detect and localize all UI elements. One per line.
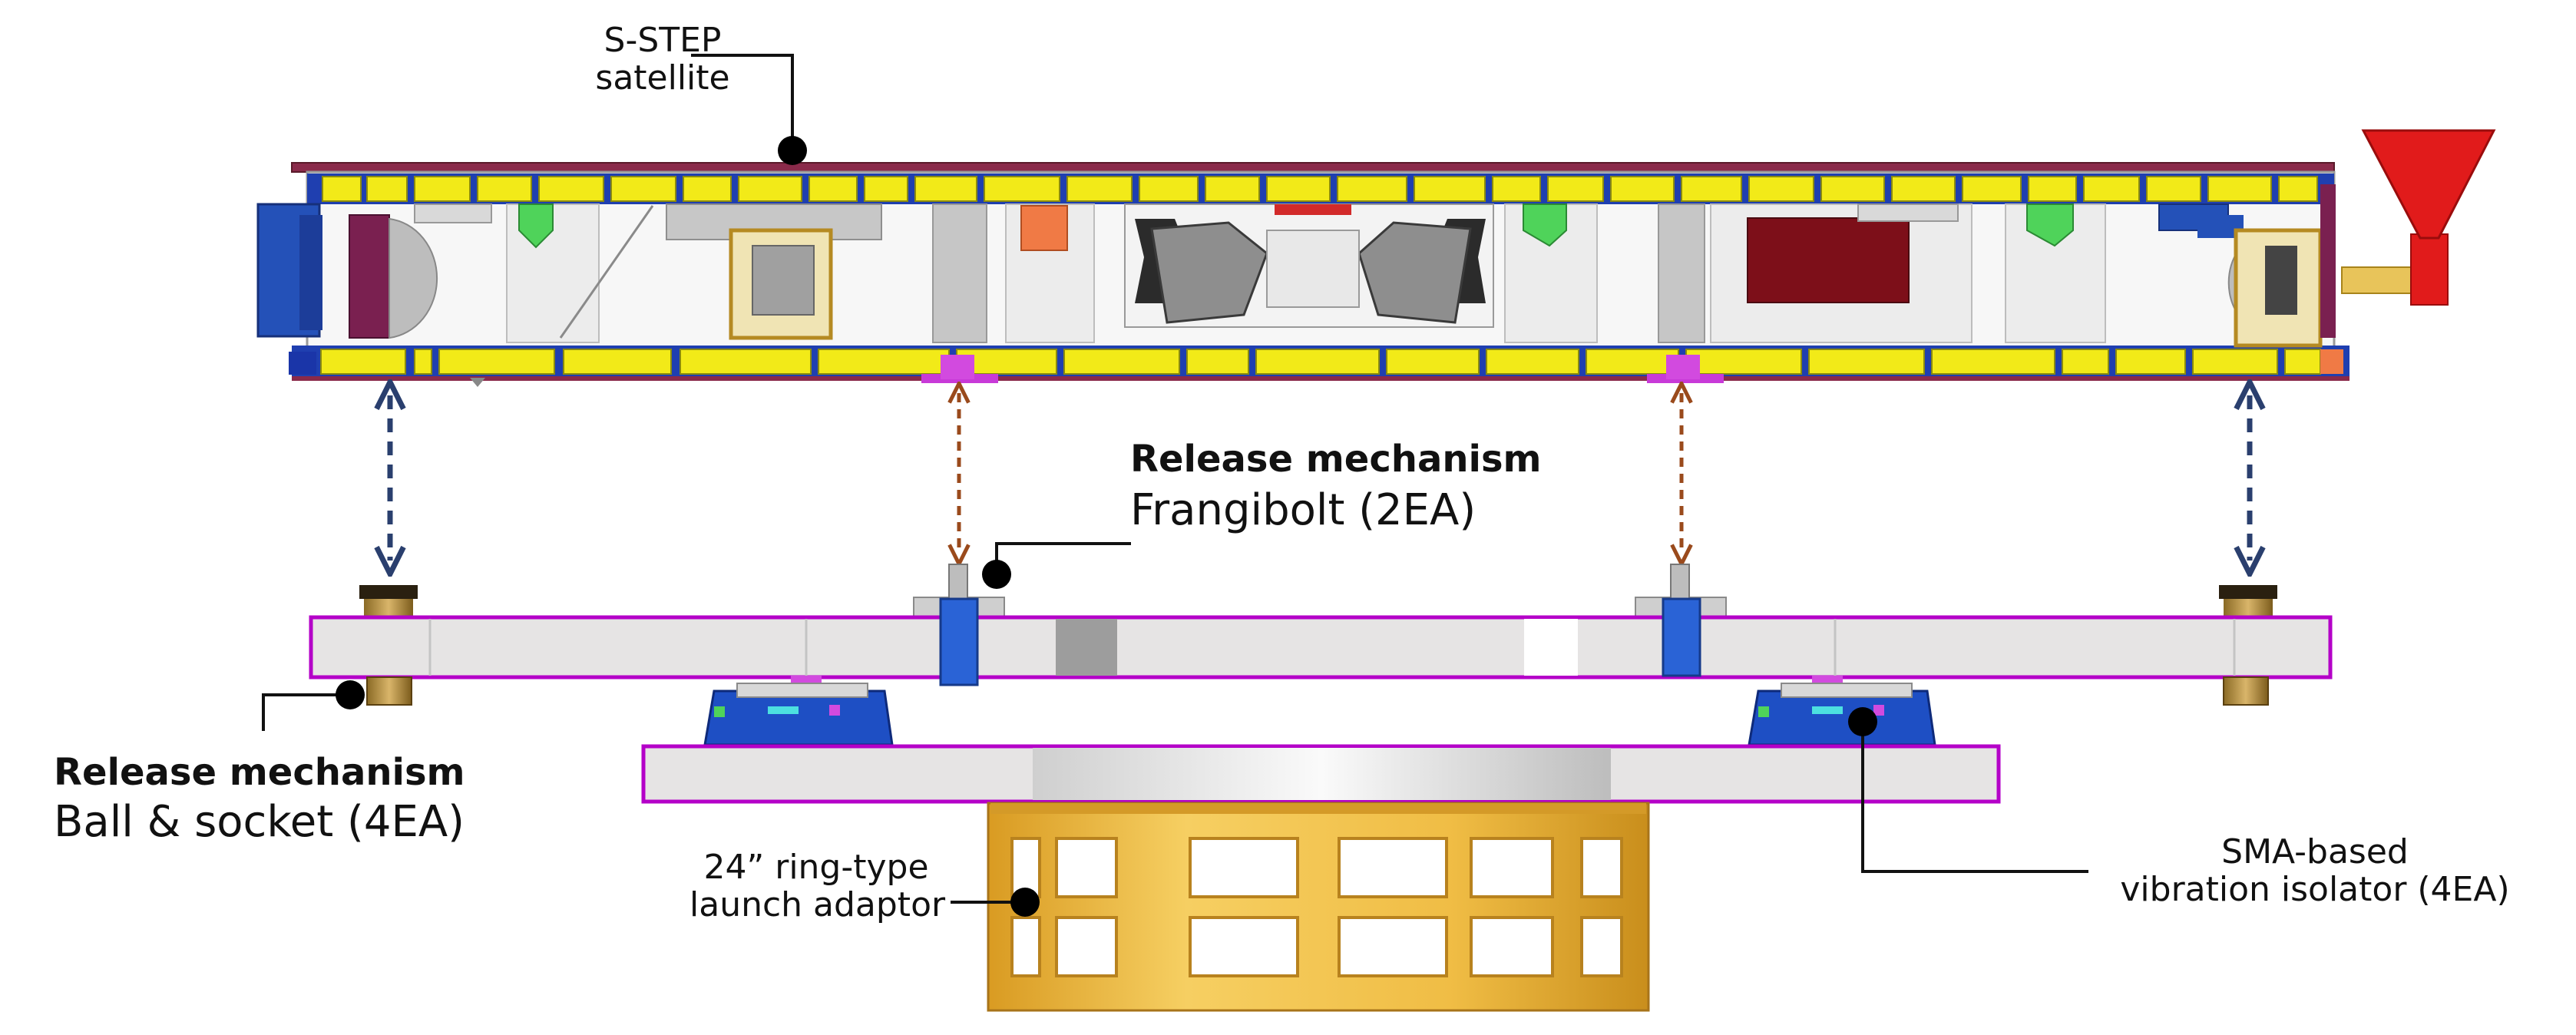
label-isolator-line1: SMA-based — [2221, 832, 2409, 871]
separation-arrows — [390, 393, 2250, 560]
label-satellite-line2: satellite — [595, 58, 730, 98]
launch-adaptor-ring — [987, 802, 1650, 1012]
label-frangibolt-title: Release mechanism — [1130, 438, 1542, 481]
label-isolator: SMA-based vibration isolator (4EA) — [2065, 833, 2564, 909]
label-ball-socket: Release mechanism Ball & socket (4EA) — [54, 752, 465, 846]
label-launch-adaptor-line1: 24” ring-type — [703, 848, 929, 887]
label-launch-adaptor: 24” ring-type launch adaptor — [689, 848, 946, 925]
label-launch-adaptor-line2: launch adaptor — [689, 885, 946, 925]
satellite-interior — [414, 184, 2343, 374]
top-solar-panels — [322, 176, 2318, 202]
label-satellite: S-STEP satellite — [574, 21, 751, 98]
leader-dots — [336, 136, 1877, 917]
label-isolator-line2: vibration isolator (4EA) — [2120, 870, 2510, 910]
dot-ball-socket — [336, 680, 365, 709]
adaptor-plate — [641, 744, 2001, 804]
dot-satellite — [778, 136, 807, 165]
dot-frangibolt — [982, 560, 1011, 589]
dot-isolator — [1848, 707, 1877, 736]
label-frangibolt-desc: Frangibolt (2EA) — [1130, 484, 1476, 535]
label-ball-socket-desc: Ball & socket (4EA) — [54, 796, 465, 847]
interface-plate — [309, 564, 2333, 706]
label-ball-socket-title: Release mechanism — [54, 751, 465, 794]
label-satellite-line1: S-STEP — [603, 21, 722, 60]
s-step-satellite — [256, 129, 2496, 387]
vibration-isolators — [703, 683, 1936, 746]
bottom-solar-panels — [320, 349, 2321, 375]
antenna-horn — [2341, 129, 2496, 306]
dot-launch-adaptor — [1010, 888, 1040, 917]
label-frangibolt: Release mechanism Frangibolt (2EA) — [1130, 438, 1542, 535]
